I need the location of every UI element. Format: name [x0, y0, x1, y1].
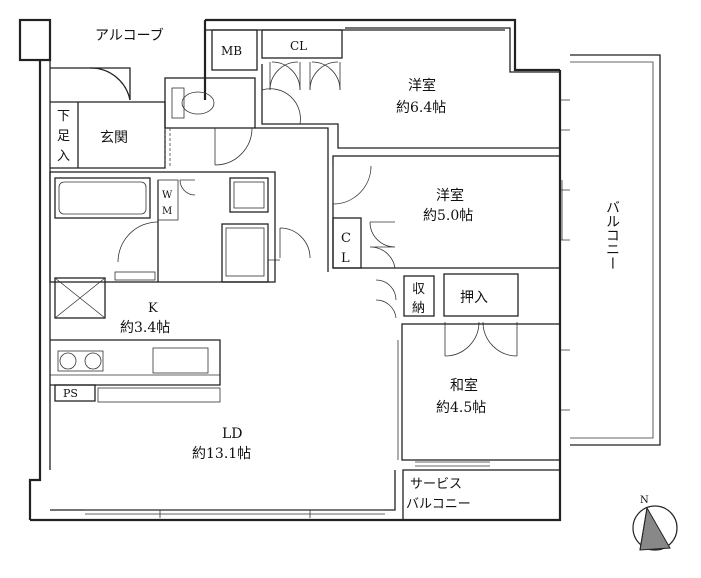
ps-label: PS	[63, 387, 78, 400]
washitsu-name: 和室	[450, 377, 478, 394]
bath-zone	[49, 171, 276, 283]
washbasin-inner	[233, 181, 265, 209]
bedroom1-size: 約6.4帖	[396, 100, 446, 116]
mb-closet	[211, 29, 258, 71]
stove-top	[57, 350, 104, 372]
shuno-doors	[375, 279, 397, 319]
stove-burner-left	[59, 352, 77, 370]
genkan-label: 玄関	[100, 129, 128, 146]
service-balcony-label-1: サービス	[410, 477, 462, 492]
balcony	[570, 54, 661, 446]
washbasin	[229, 177, 269, 213]
vanity	[221, 223, 269, 283]
balcony-rail	[570, 54, 661, 446]
right-window-marks	[560, 99, 570, 411]
top-wall	[203, 18, 560, 100]
toilet-bowl	[181, 91, 215, 115]
balcony-rail-inner	[570, 61, 654, 439]
wm-label-1: W	[162, 190, 173, 201]
toilet-door	[214, 127, 253, 166]
cl-top-label: CL	[290, 39, 307, 53]
vanity-inner	[225, 227, 265, 277]
shuno-label-2: 納	[412, 301, 425, 316]
alcove-label: アルコーブ	[95, 27, 164, 44]
washitsu-window	[415, 461, 490, 467]
washitsu-size: 約4.5帖	[436, 400, 486, 416]
bedroom2-name: 洋室	[436, 187, 464, 204]
corridor-wall	[255, 127, 329, 272]
geta-label-3: 入	[57, 149, 70, 164]
bottom-wall	[30, 470, 562, 522]
cl-mid-label-1: C	[341, 231, 351, 246]
oshiire-doors	[444, 321, 518, 357]
bedroom1-name: 洋室	[408, 77, 436, 94]
compass-needle-edge	[639, 507, 648, 551]
bedroom2-door	[332, 165, 372, 205]
fridge-cross	[54, 277, 106, 319]
alcove-wall	[50, 67, 131, 100]
pillar-top-left	[18, 18, 52, 62]
interior-walls	[49, 27, 563, 521]
ld-window	[85, 509, 385, 515]
bathtub-inner	[58, 181, 147, 215]
service-balcony	[402, 469, 561, 521]
bedroom2-walls	[332, 155, 561, 269]
ld-window-mullions	[159, 510, 311, 518]
genkan-step	[164, 128, 171, 168]
balcony-label: バルコニー	[604, 200, 620, 270]
service-balcony-label-2: バルコニー	[406, 497, 471, 512]
compass-circle	[632, 505, 678, 551]
cl-top-doors	[269, 62, 341, 90]
ps-shaft	[54, 384, 96, 402]
stove-burner-right	[84, 352, 102, 370]
washitsu-walls	[401, 323, 561, 461]
ld-name: LD	[222, 426, 243, 442]
kitchen-name: K	[148, 301, 158, 316]
bedroom1-door-swing	[261, 88, 301, 125]
kitchen-size: 約3.4帖	[120, 320, 170, 336]
mb-label: MB	[221, 44, 242, 58]
oshiire-closet	[443, 273, 519, 317]
dressing-door	[279, 227, 311, 259]
geta-label-2: 足	[57, 129, 70, 144]
compass-north-label: N	[640, 495, 649, 506]
bathtub-outer	[54, 177, 151, 219]
bath-door-swing	[117, 221, 159, 263]
wm-door	[179, 179, 196, 196]
outer-walls	[18, 18, 570, 522]
toilet-tank	[171, 87, 185, 119]
oshiire-label: 押入	[460, 290, 488, 306]
entrance-door-swing	[89, 67, 131, 101]
room-labels: アルコーブ MB CL 下 足 入 玄関 洋室 約6.4帖 洋室 約5.0帖 C…	[57, 27, 620, 512]
shuno-closet	[403, 275, 435, 317]
compass-needle-icon	[639, 506, 671, 551]
bath-step	[114, 271, 156, 281]
vanity-rail	[267, 224, 280, 261]
bedroom1-walls	[261, 27, 561, 149]
kitchen-counter	[50, 339, 221, 386]
cl-mid-doors	[369, 221, 396, 269]
bottom-wall-inner	[50, 470, 396, 511]
wm-label-2: M	[162, 206, 172, 217]
kitchen-cabinet	[97, 387, 221, 403]
sink	[152, 347, 209, 374]
toilet-room	[164, 77, 256, 129]
left-wall	[28, 60, 42, 520]
ld-size: 約13.1帖	[192, 446, 251, 462]
wm-space	[157, 179, 179, 221]
cl-top-closet	[261, 29, 343, 59]
cl-mid-label-2: L	[341, 251, 350, 266]
geta-label-1: 下	[57, 109, 70, 124]
bedroom2-size: 約5.0帖	[423, 208, 473, 224]
north-compass: N	[632, 495, 678, 551]
cl-mid-closet	[332, 217, 362, 269]
shuno-label-1: 収	[412, 282, 425, 297]
fridge-space	[54, 277, 106, 319]
cl-top-door-swings	[269, 61, 341, 91]
